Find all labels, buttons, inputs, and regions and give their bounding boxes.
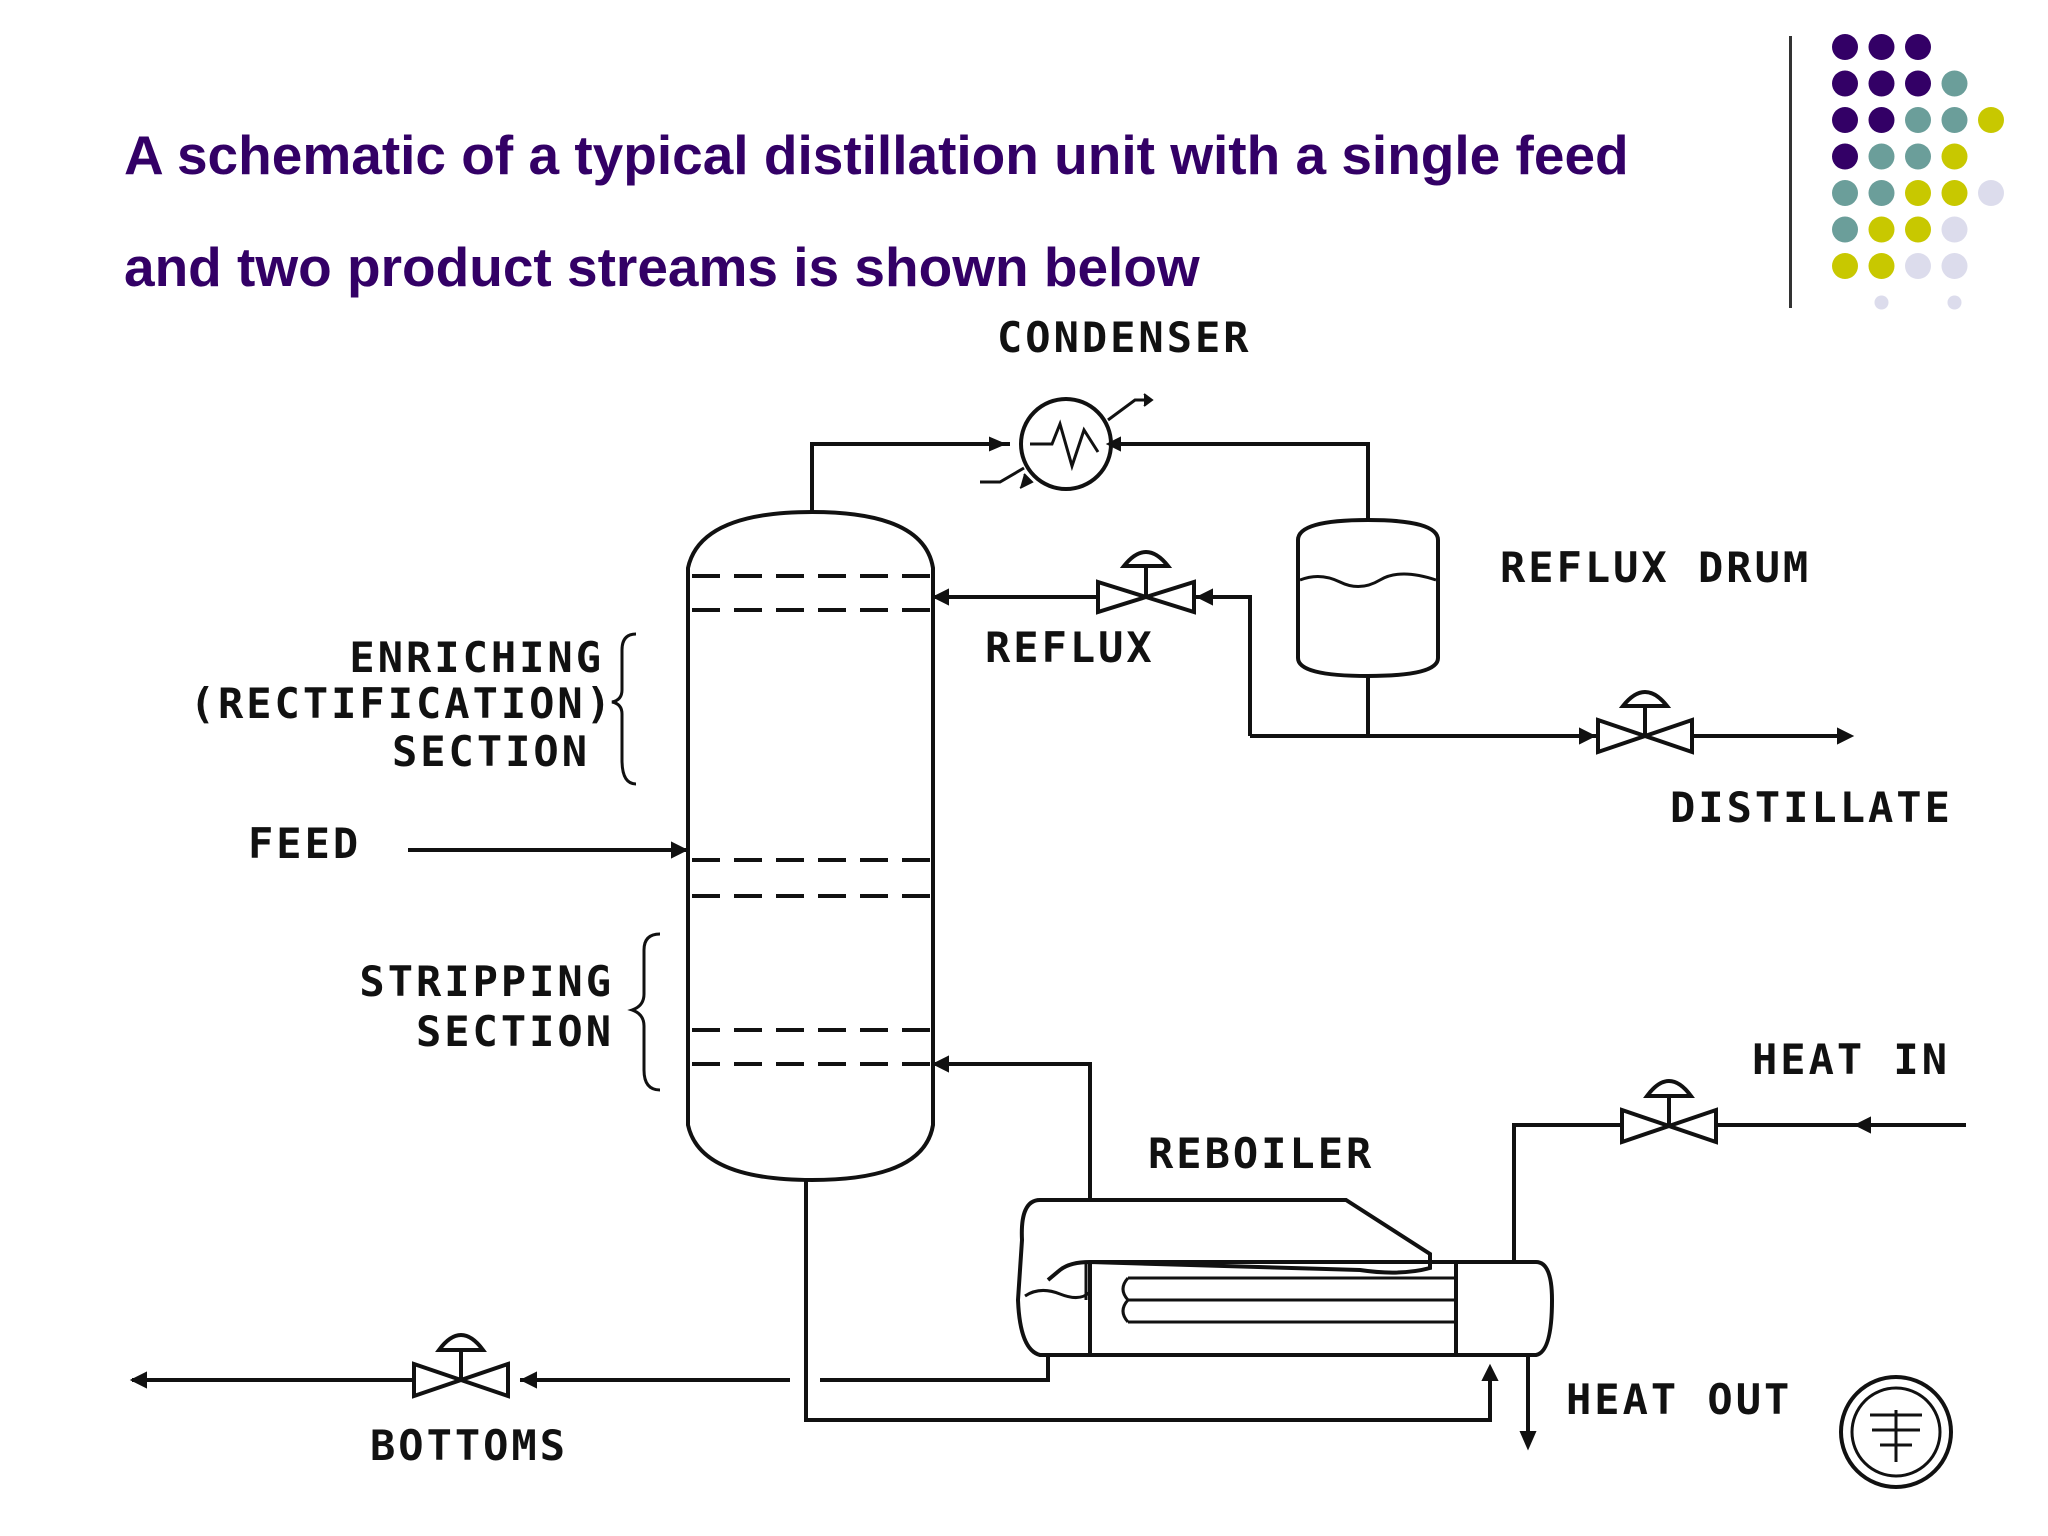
bottoms-line bbox=[132, 1355, 1050, 1382]
slide-title-line-1: A schematic of a typical distillation un… bbox=[124, 124, 1629, 186]
stripping-section-label: SECTION bbox=[416, 1007, 614, 1056]
decorative-dot bbox=[1905, 180, 1931, 206]
bottoms-label: BOTTOMS bbox=[370, 1421, 568, 1470]
condenser-label: CONDENSER bbox=[997, 313, 1252, 362]
stripping-label: STRIPPING bbox=[359, 957, 614, 1006]
reflux-drum bbox=[1296, 517, 1440, 679]
reflux-return-line bbox=[935, 595, 1252, 736]
bottoms-valve bbox=[412, 1333, 510, 1399]
decorative-dot bbox=[1832, 34, 1858, 60]
stripping-section-brace bbox=[627, 932, 661, 1092]
decorative-dot bbox=[1868, 70, 1895, 97]
heat-in-line bbox=[1512, 1123, 1966, 1262]
decorative-dot bbox=[1905, 216, 1931, 243]
decorative-dot bbox=[1832, 143, 1858, 170]
feed-label: FEED bbox=[248, 819, 361, 868]
distillate-label: DISTILLATE bbox=[1670, 783, 1953, 832]
distillation-column bbox=[686, 509, 935, 1183]
decorative-dot bbox=[1941, 180, 1968, 206]
decorative-dot bbox=[1868, 180, 1895, 206]
enriching-section-label: SECTION bbox=[392, 727, 590, 776]
column-trays bbox=[692, 574, 930, 1066]
decorative-dot bbox=[1941, 70, 1968, 97]
decorative-dot bbox=[1978, 180, 2004, 206]
decorative-dot bbox=[1874, 295, 1889, 310]
heat-out-label: HEAT OUT bbox=[1566, 1375, 1792, 1424]
enriching-section-brace bbox=[611, 632, 637, 786]
decorative-dot bbox=[1941, 107, 1968, 133]
slide-title-line-2: and two product streams is shown below bbox=[124, 236, 1200, 298]
decorative-dot bbox=[1941, 216, 1968, 243]
decorative-dot bbox=[1868, 107, 1895, 133]
decorative-dot bbox=[1905, 70, 1931, 97]
reboiler-vapor-return-line bbox=[935, 1062, 1092, 1200]
condenser bbox=[980, 393, 1154, 491]
decorative-dot bbox=[1832, 216, 1858, 243]
decorative-dot bbox=[1868, 143, 1895, 170]
decorative-dot bbox=[1905, 253, 1931, 279]
decorative-dot bbox=[1941, 253, 1968, 279]
reflux-label: REFLUX bbox=[985, 623, 1155, 672]
decorative-dot bbox=[1941, 143, 1968, 170]
decorative-dot bbox=[1978, 107, 2004, 133]
column-bottoms-line bbox=[804, 1180, 1492, 1422]
heat-in-label: HEAT IN bbox=[1752, 1035, 1950, 1084]
decorative-dot bbox=[1832, 70, 1858, 97]
logo-seal-icon bbox=[1839, 1375, 1953, 1489]
distillate-valve bbox=[1596, 690, 1694, 755]
decorative-dot bbox=[1832, 107, 1858, 133]
heat-in-valve bbox=[1620, 1079, 1718, 1145]
rectification-label: (RECTIFICATION) bbox=[190, 679, 614, 728]
header-divider bbox=[1789, 36, 1792, 308]
decorative-dot bbox=[1868, 216, 1895, 243]
condenser-to-drum-line bbox=[1112, 442, 1370, 520]
reboiler bbox=[1015, 1198, 1555, 1357]
decorative-dot bbox=[1905, 143, 1931, 170]
decorative-dot bbox=[1868, 34, 1895, 60]
reflux-valve bbox=[1096, 550, 1196, 615]
overhead-vapor-line bbox=[810, 442, 1010, 512]
decorative-dot bbox=[1947, 295, 1962, 310]
decorative-dot-grid bbox=[1832, 34, 2004, 310]
decorative-dot bbox=[1868, 253, 1895, 279]
decorative-dot bbox=[1905, 107, 1931, 133]
reboiler-label: REBOILER bbox=[1148, 1129, 1374, 1178]
decorative-dot bbox=[1905, 34, 1931, 60]
decorative-dot bbox=[1832, 253, 1858, 279]
enriching-label: ENRICHING bbox=[349, 633, 604, 682]
reflux-drum-label: REFLUX DRUM bbox=[1500, 543, 1811, 592]
decorative-dot bbox=[1832, 180, 1858, 206]
